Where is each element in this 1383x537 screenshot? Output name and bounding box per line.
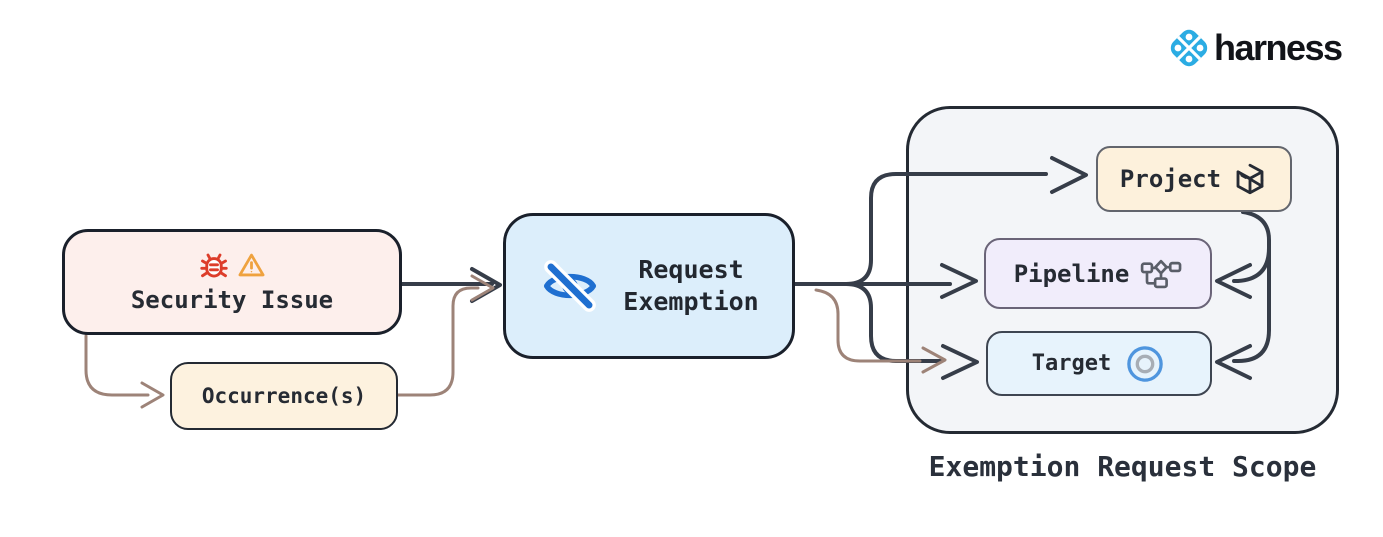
security-issue-label: Security Issue	[130, 285, 334, 314]
edge-security-issue-to-request-exemption	[400, 267, 502, 303]
exemption-scope-label: Exemption Request Scope	[928, 450, 1317, 483]
target-icon	[1124, 343, 1166, 385]
edge-occurrences-to-request-exemption	[396, 274, 495, 397]
security-issue-icons	[199, 251, 266, 281]
harness-logo-icon	[1167, 26, 1211, 70]
eye-off-icon	[539, 255, 601, 317]
node-pipeline: Pipeline	[984, 238, 1212, 309]
node-request-exemption: Request Exemption	[503, 213, 795, 359]
harness-wordmark: harness	[1214, 27, 1343, 68]
node-target: Target	[986, 331, 1212, 396]
pipeline-label: Pipeline	[1013, 259, 1130, 288]
cube-icon	[1232, 161, 1268, 197]
request-exemption-label: Request Exemption	[623, 255, 759, 316]
node-project: Project	[1096, 146, 1292, 212]
edge-security-issue-to-occurrences	[84, 334, 165, 409]
occurrences-label: Occurrence(s)	[201, 384, 367, 408]
node-security-issue: Security Issue	[62, 229, 402, 335]
bug-icon	[199, 251, 229, 281]
harness-logo: harness	[1167, 26, 1343, 70]
warning-icon	[237, 251, 266, 280]
target-label: Target	[1031, 351, 1112, 376]
node-occurrences: Occurrence(s)	[170, 362, 398, 430]
pipeline-icon	[1140, 258, 1182, 289]
project-label: Project	[1119, 165, 1222, 193]
